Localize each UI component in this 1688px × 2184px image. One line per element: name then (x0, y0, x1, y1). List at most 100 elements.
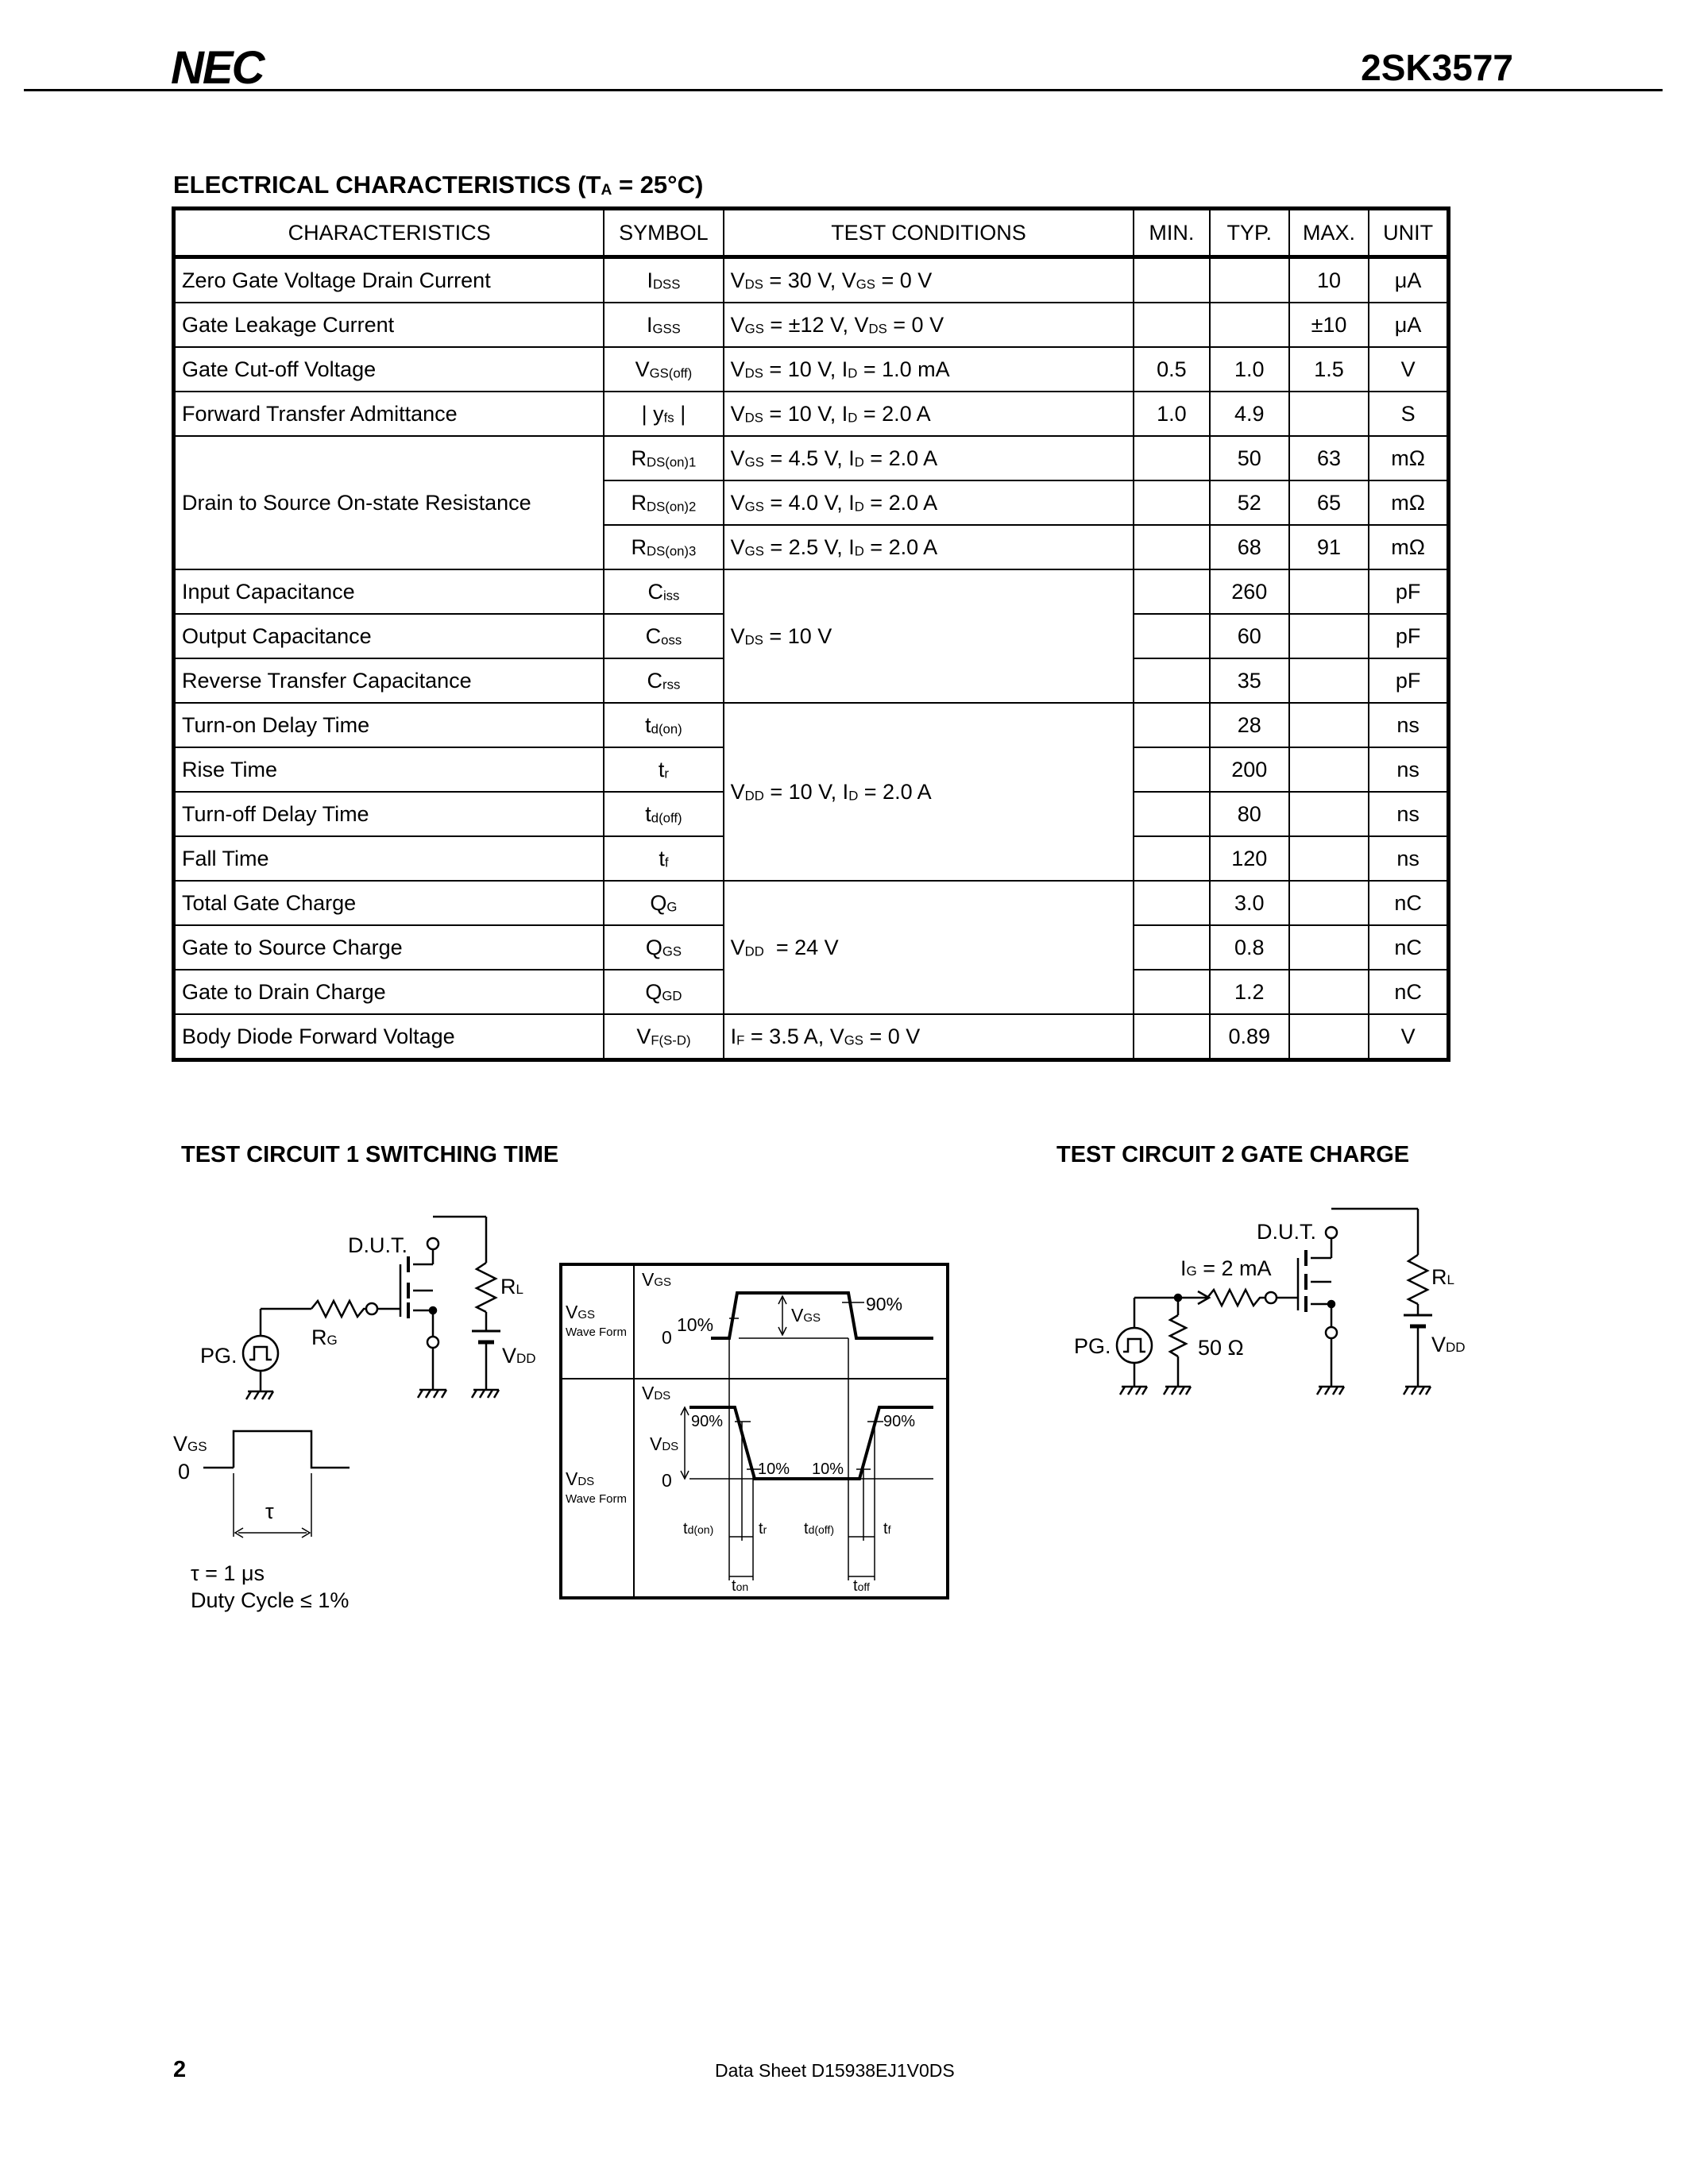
svg-text:90%: 90% (866, 1294, 902, 1314)
section-title: ELECTRICAL CHARACTERISTICS (TA = 25°C) (173, 171, 704, 199)
cell-symbol: tf (603, 835, 724, 882)
cell-min (1133, 480, 1211, 526)
svg-text:VGS: VGS (791, 1305, 821, 1325)
cell-symbol: | yfs | (603, 391, 724, 437)
cell-symbol: RDS(on)1 (603, 435, 724, 481)
col-header-min: MIN. (1133, 207, 1211, 259)
svg-text:10%: 10% (812, 1461, 844, 1478)
cell-unit: nC (1368, 880, 1450, 926)
c1-zero-label: 0 (178, 1460, 190, 1484)
cell-test-condition: IF = 3.5 A, VGS = 0 V (722, 1013, 1135, 1061)
col-header-max: MAX. (1288, 207, 1370, 259)
c2-ig-label: IG = 2 mA (1180, 1256, 1272, 1280)
cell-test-condition: VDS = 30 V, VGS = 0 V (722, 256, 1135, 303)
cell-typ: 120 (1208, 835, 1290, 882)
waveform-diagram (559, 1263, 949, 1599)
cell-max (1288, 747, 1370, 793)
c2-vdd-label: VDD (1431, 1333, 1466, 1356)
cell-unit: pF (1368, 658, 1450, 704)
cell-max (1288, 1013, 1370, 1061)
col-header-test-conditions: TEST CONDITIONS (722, 207, 1135, 259)
cell-min (1133, 524, 1211, 570)
cell-unit: V (1368, 346, 1450, 392)
cell-min (1133, 613, 1211, 659)
cell-symbol: td(off) (603, 791, 724, 837)
col-header-unit: UNIT (1368, 207, 1450, 259)
svg-text:td(on): td(on) (683, 1520, 713, 1538)
cell-max: 63 (1288, 435, 1370, 481)
svg-text:ton: ton (732, 1577, 748, 1595)
c1-rl-label: RL (500, 1275, 523, 1298)
cell-unit: mΩ (1368, 524, 1450, 570)
cell-unit: mΩ (1368, 435, 1450, 481)
cell-test-condition: VGS = ±12 V, VDS = 0 V (722, 302, 1135, 348)
cell-characteristic: Gate Cut-off Voltage (172, 346, 605, 392)
c2-rl-label: RL (1431, 1265, 1454, 1289)
c1-vgs-label: VGS (173, 1432, 207, 1456)
cell-unit: pF (1368, 613, 1450, 659)
cell-unit: V (1368, 1013, 1450, 1061)
cell-typ: 4.9 (1208, 391, 1290, 437)
cell-test-condition: VDS = 10 V (722, 569, 1135, 704)
cell-test-condition: VGS = 4.5 V, ID = 2.0 A (722, 435, 1135, 481)
cell-min (1133, 791, 1211, 837)
svg-text:90%: 90% (691, 1413, 723, 1430)
cell-unit: nC (1368, 969, 1450, 1015)
cell-symbol: Crss (603, 658, 724, 704)
cell-typ: 3.0 (1208, 880, 1290, 926)
c1-tau-label: τ (265, 1499, 274, 1523)
col-header-typ: TYP. (1208, 207, 1290, 259)
cell-characteristic: Forward Transfer Admittance (172, 391, 605, 437)
cell-max: ±10 (1288, 302, 1370, 348)
svg-text:toff: toff (853, 1577, 870, 1595)
cell-characteristic: Drain to Source On-state Resistance (172, 435, 605, 570)
cell-max (1288, 702, 1370, 748)
cell-min (1133, 702, 1211, 748)
cell-symbol: QG (603, 880, 724, 926)
cell-min: 0.5 (1133, 346, 1211, 392)
cell-characteristic: Reverse Transfer Capacitance (172, 658, 605, 704)
cell-test-condition: VGS = 2.5 V, ID = 2.0 A (722, 524, 1135, 570)
cell-unit: pF (1368, 569, 1450, 615)
document-number: Data Sheet D15938EJ1V0DS (715, 2060, 955, 2081)
cell-typ: 52 (1208, 480, 1290, 526)
cell-test-condition: VDD = 24 V (722, 880, 1135, 1015)
table-row: Forward Transfer Admittance| yfs |VDS = … (172, 391, 1450, 437)
svg-text:10%: 10% (677, 1314, 713, 1335)
circuit2-labels: D.U.T. IG = 2 mA RL VDD PG. 50 Ω (1074, 1220, 1466, 1360)
cell-unit: ns (1368, 835, 1450, 882)
svg-text:tf: tf (883, 1520, 891, 1538)
cell-typ (1208, 256, 1290, 303)
cell-max: 91 (1288, 524, 1370, 570)
svg-text:td(off): td(off) (804, 1520, 834, 1538)
cell-characteristic: Output Capacitance (172, 613, 605, 659)
table-header-row: CHARACTERISTICS SYMBOL TEST CONDITIONS M… (172, 207, 1450, 259)
svg-text:tr: tr (759, 1520, 767, 1538)
header-rule (24, 89, 1663, 91)
cell-typ: 68 (1208, 524, 1290, 570)
cell-max: 1.5 (1288, 346, 1370, 392)
c1-tau-eq: τ = 1 μs (191, 1561, 265, 1585)
cell-characteristic: Body Diode Forward Voltage (172, 1013, 605, 1061)
cell-characteristic: Turn-off Delay Time (172, 791, 605, 837)
cell-characteristic: Zero Gate Voltage Drain Current (172, 256, 605, 303)
cell-characteristic: Total Gate Charge (172, 880, 605, 926)
svg-text:90%: 90% (883, 1413, 915, 1430)
cell-max: 10 (1288, 256, 1370, 303)
cell-symbol: QGS (603, 924, 724, 970)
cell-symbol: tr (603, 747, 724, 793)
svg-text:0: 0 (662, 1327, 672, 1348)
circuit1-labels: D.U.T. RL RG VDD PG. VGS 0 τ τ = 1 μs Du… (173, 1233, 536, 1612)
cell-max (1288, 791, 1370, 837)
